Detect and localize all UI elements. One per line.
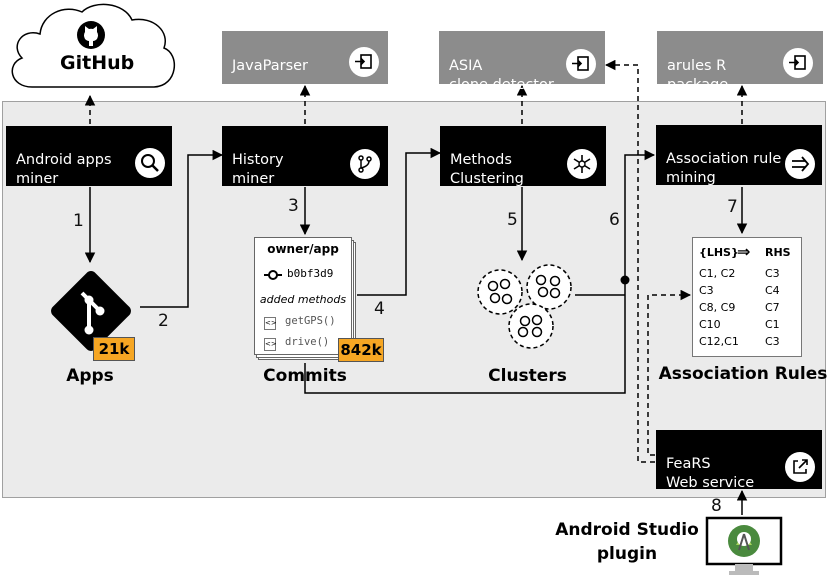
plugin-caption: Android Studio plugin xyxy=(555,520,699,564)
commit-hash: b0bf3d9 xyxy=(287,267,334,280)
step-number: 6 xyxy=(609,210,620,230)
arules-label: arules R package xyxy=(667,58,729,93)
rule-lhs: C1, C2 xyxy=(699,267,736,280)
rule-rhs: C1 xyxy=(765,318,780,331)
rule-rhs: C4 xyxy=(765,284,780,297)
added-methods-label: added methods xyxy=(259,293,347,306)
apps-count-badge: 21k xyxy=(93,337,135,361)
asia-label: ASIA clone detector xyxy=(449,58,554,93)
implies-arrow: ⇒ xyxy=(737,242,751,261)
method-name: drive() xyxy=(285,336,330,348)
step-number: 2 xyxy=(158,311,169,331)
magnifier-icon xyxy=(135,148,165,178)
rule-rhs: C3 xyxy=(765,335,780,348)
git-logo-icon xyxy=(51,271,131,351)
step-number: 7 xyxy=(727,197,738,217)
github-cloud: GitHub xyxy=(2,2,180,90)
association-rule-mining-label: Association rule mining xyxy=(666,151,782,186)
android-studio-monitor-icon xyxy=(705,516,783,575)
rule-lhs: C10 xyxy=(699,318,721,331)
step-number: 3 xyxy=(288,196,299,216)
commits-count-badge: 842k xyxy=(338,338,384,362)
association-rules-table: {LHS} ⇒ RHS C1, C2 C3 C3 C4 C8, C9 C7 C1… xyxy=(692,237,802,357)
rule-rhs: C7 xyxy=(765,301,780,314)
method-icon: <> xyxy=(264,338,277,351)
arrow-right-icon xyxy=(785,149,815,179)
rule-rhs: C3 xyxy=(765,267,780,280)
association-rules-caption: Association Rules xyxy=(658,364,828,384)
step-number: 5 xyxy=(507,210,518,230)
javaparser-box: JavaParser xyxy=(222,31,388,84)
methods-clustering-label: Methods Clustering xyxy=(450,152,524,187)
import-icon xyxy=(349,47,379,77)
step-number: 1 xyxy=(73,211,84,231)
github-octocat-icon xyxy=(77,21,105,49)
history-miner-label: History miner xyxy=(232,152,284,187)
rule-lhs: C3 xyxy=(699,284,714,297)
github-label: GitHub xyxy=(60,52,135,74)
git-branch-icon xyxy=(350,149,380,179)
step-number: 4 xyxy=(374,299,385,319)
cluster-icon xyxy=(567,149,597,179)
import-icon xyxy=(783,48,813,78)
javaparser-label: JavaParser xyxy=(232,58,309,74)
commit-owner: owner/app xyxy=(267,242,339,256)
external-link-icon xyxy=(785,452,815,482)
lhs-header: {LHS} xyxy=(699,246,739,259)
rule-lhs: C12,C1 xyxy=(699,335,739,348)
method-icon: <> xyxy=(264,317,277,330)
rhs-header: RHS xyxy=(765,246,791,259)
clusters-caption: Clusters xyxy=(488,366,567,386)
import-icon xyxy=(566,49,596,79)
step-number: 8 xyxy=(711,496,722,516)
method-name: getGPS() xyxy=(285,315,336,327)
android-apps-miner-label: Android apps miner xyxy=(16,152,112,187)
fears-web-service-label: FeaRS Web service xyxy=(666,456,755,491)
clusters-graphic xyxy=(477,264,572,349)
commit-icon xyxy=(264,270,282,280)
rule-lhs: C8, C9 xyxy=(699,301,736,314)
commit-card: owner/app b0bf3d9 added methods <> getGP… xyxy=(254,237,352,355)
commits-caption: Commits xyxy=(263,366,347,386)
apps-caption: Apps xyxy=(66,366,114,386)
